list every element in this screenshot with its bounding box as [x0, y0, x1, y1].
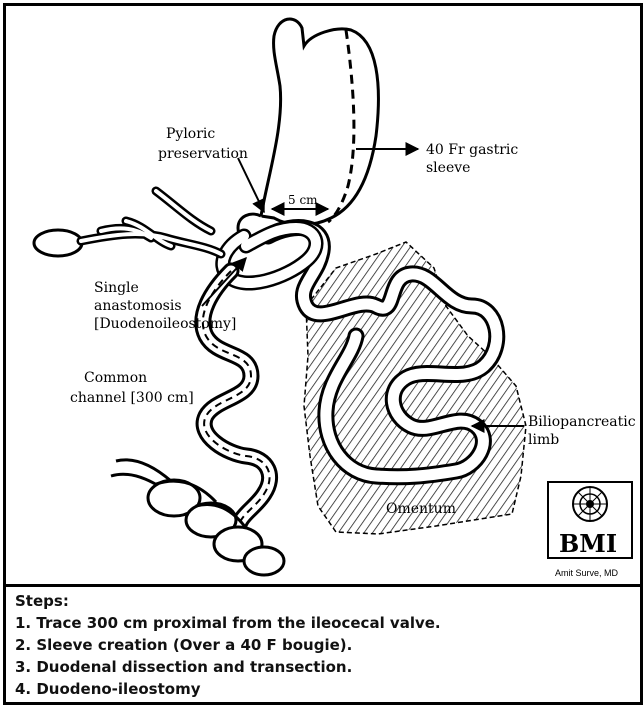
omentum-label: Omentum	[386, 501, 456, 517]
figure-frame: Pyloric preservation 40 Fr gastric sleev…	[3, 3, 643, 705]
step-item: 3. Duodenal dissection and transection.	[15, 656, 635, 678]
bmi-lotus-logo-icon: BMI	[548, 482, 632, 558]
svg-text:BMI: BMI	[559, 529, 617, 558]
steps-section: Steps: 1. Trace 300 cm proximal from the…	[15, 590, 635, 700]
pyloric-arrow	[238, 158, 264, 212]
step-item: 2. Sleeve creation (Over a 40 F bougie).	[15, 634, 635, 656]
step-item: 4. Duodeno-ileostomy	[15, 678, 635, 700]
gallbladder	[34, 230, 82, 256]
distance-label: 5 cm	[288, 193, 318, 207]
sadi-s-diagram: Pyloric preservation 40 Fr gastric sleev…	[6, 6, 640, 584]
common-channel-label: Common channel [300 cm]	[70, 370, 194, 406]
steps-title: Steps:	[15, 590, 635, 612]
colon-segments	[111, 460, 284, 575]
author-credit: Amit Surve, MD	[555, 568, 619, 578]
step-item: 1. Trace 300 cm proximal from the ileoce…	[15, 612, 635, 634]
gastric-sleeve-shape	[261, 19, 378, 225]
biliopancreatic-label: Biliopancreatic limb	[528, 414, 640, 448]
pyloric-label: Pyloric preservation	[158, 126, 248, 162]
section-divider	[6, 584, 640, 587]
sleeve-label: 40 Fr gastric sleeve	[426, 142, 523, 176]
